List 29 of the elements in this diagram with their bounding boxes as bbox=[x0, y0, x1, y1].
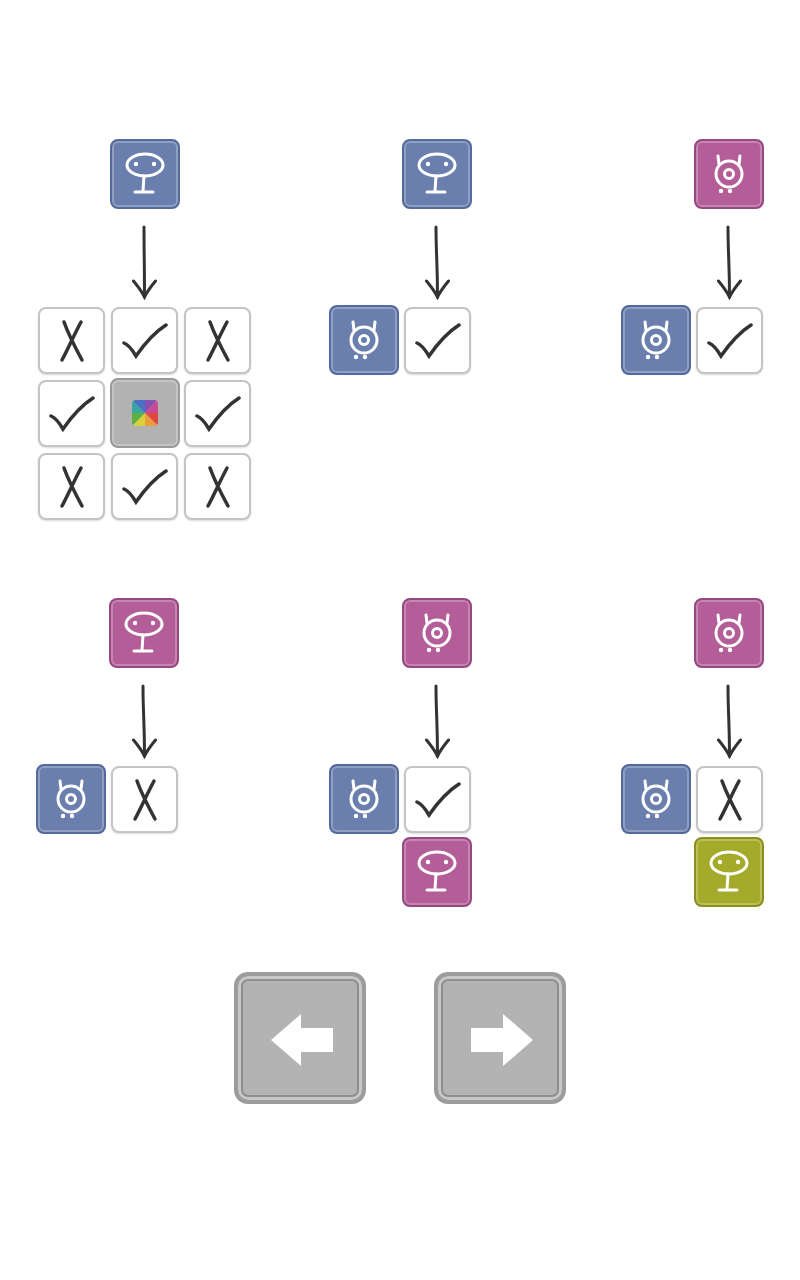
cross-tile bbox=[696, 766, 763, 833]
creature-tile bbox=[694, 139, 764, 209]
creature-tile bbox=[329, 764, 399, 834]
cross-tile bbox=[111, 766, 178, 833]
check-tile bbox=[111, 307, 178, 374]
center-tile bbox=[110, 378, 180, 448]
creature-tile bbox=[402, 837, 472, 907]
cross-tile bbox=[38, 453, 105, 520]
creature-tile bbox=[402, 598, 472, 668]
check-tile bbox=[38, 380, 105, 447]
check-tile bbox=[111, 453, 178, 520]
creature-tile bbox=[110, 139, 180, 209]
creature-tile bbox=[621, 764, 691, 834]
cross-tile bbox=[184, 307, 251, 374]
creature-tile bbox=[621, 305, 691, 375]
creature-tile bbox=[36, 764, 106, 834]
creature-tile bbox=[694, 598, 764, 668]
creature-tile bbox=[694, 837, 764, 907]
cross-tile bbox=[38, 307, 105, 374]
back-button bbox=[234, 972, 366, 1104]
next-button bbox=[434, 972, 566, 1104]
creature-tile bbox=[329, 305, 399, 375]
check-tile bbox=[404, 766, 471, 833]
check-tile bbox=[696, 307, 763, 374]
check-tile bbox=[184, 380, 251, 447]
creature-tile bbox=[402, 139, 472, 209]
creature-tile bbox=[109, 598, 179, 668]
check-tile bbox=[404, 307, 471, 374]
cross-tile bbox=[184, 453, 251, 520]
